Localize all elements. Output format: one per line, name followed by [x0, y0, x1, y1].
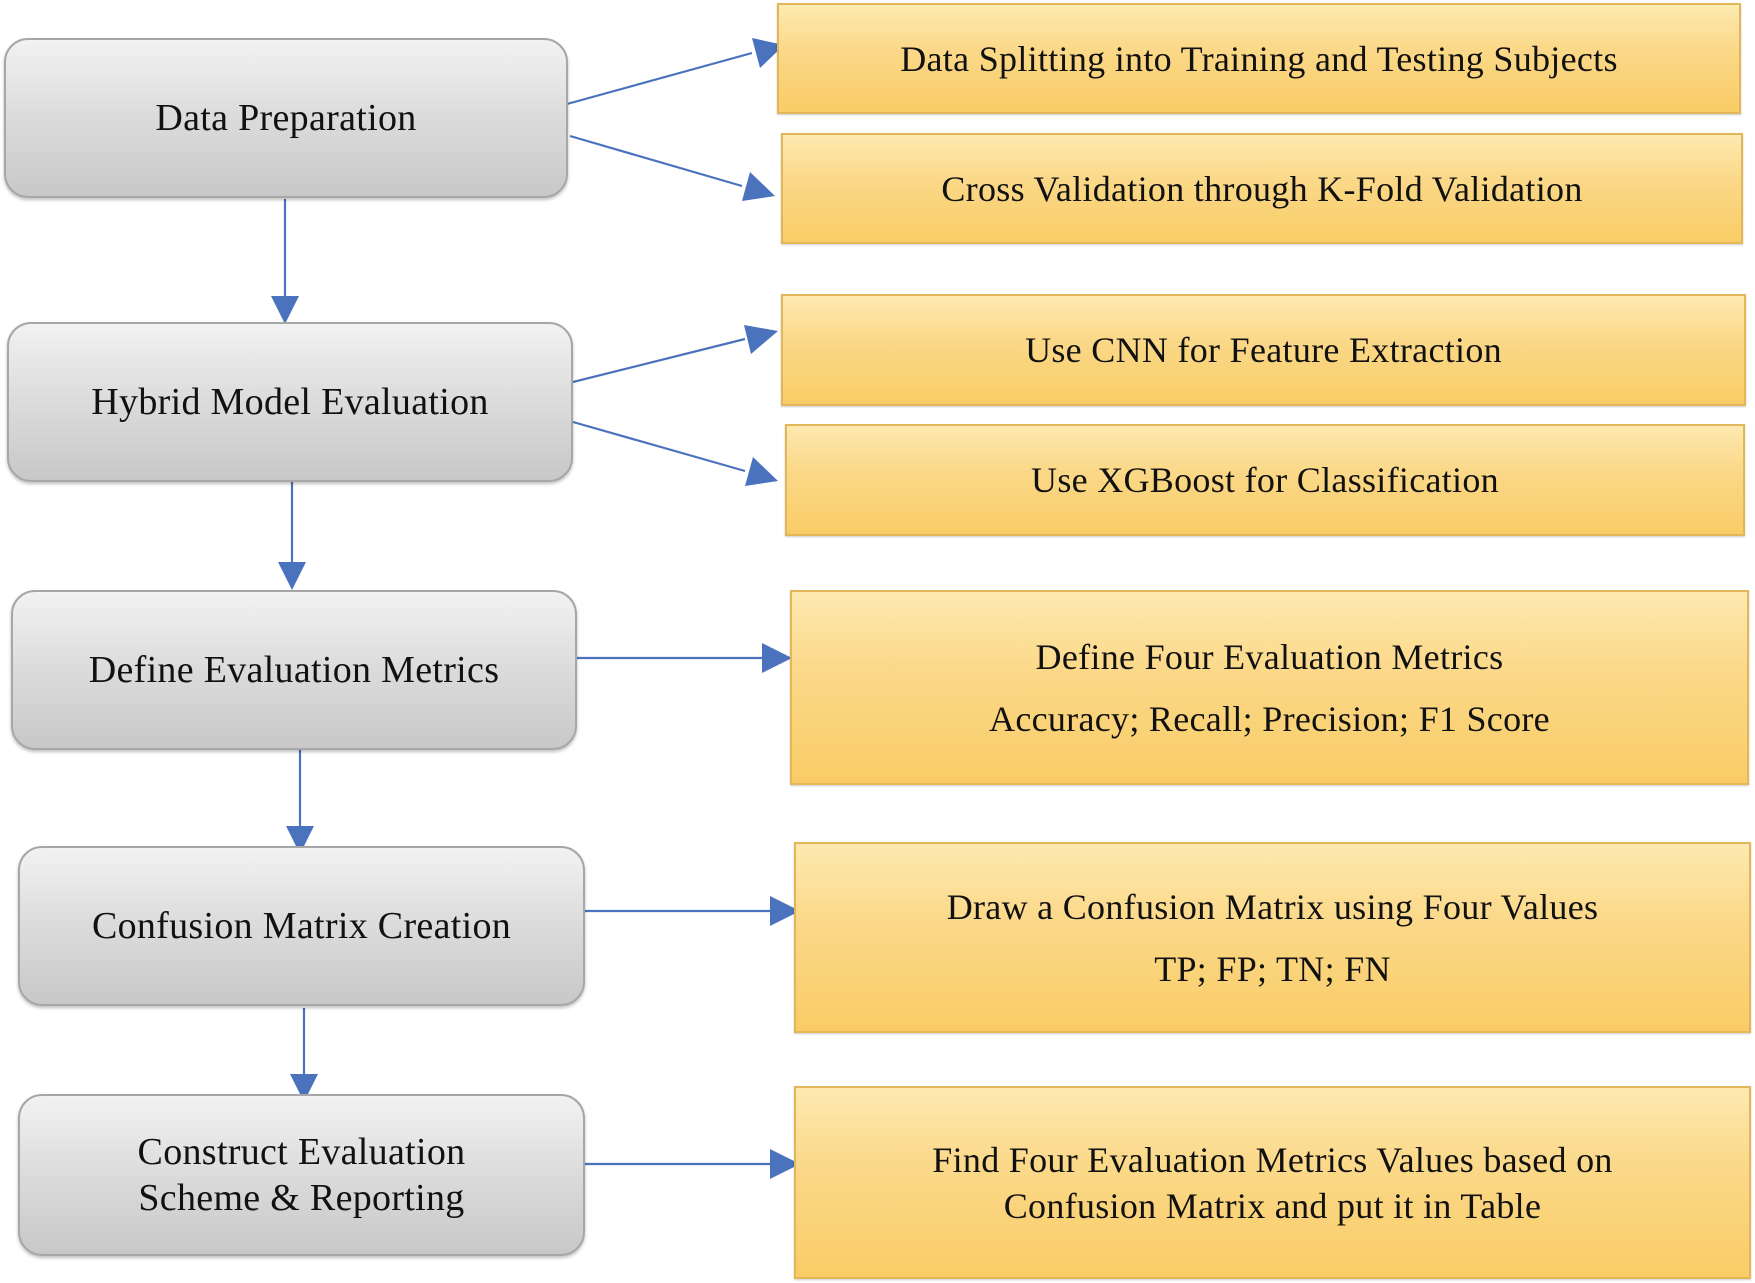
detail-text: Data Splitting into Training and Testing… [900, 38, 1618, 79]
detail-text-line-2: Confusion Matrix and put it in Table [1003, 1185, 1542, 1226]
step-label-line-2: Scheme & Reporting [138, 1177, 465, 1219]
detail-data-splitting: Data Splitting into Training and Testing… [777, 3, 1741, 114]
detail-text-line-1: Find Four Evaluation Metrics Values base… [932, 1139, 1613, 1180]
detail-text-line-2: TP; FP; TN; FN [1154, 948, 1391, 989]
arrow-head [271, 296, 299, 324]
arrow-step2-to-detail3 [572, 337, 746, 384]
detail-text-line-1: Define Four Evaluation Metrics [1035, 636, 1504, 677]
step-hybrid-model-evaluation: Hybrid Model Evaluation [7, 322, 573, 482]
arrow-head [744, 325, 778, 354]
arrow-step1-to-detail1 [566, 51, 753, 106]
detail-confusion-matrix-values: Draw a Confusion Matrix using Four Value… [794, 842, 1751, 1033]
arrow-head [752, 38, 784, 68]
detail-arrows [566, 38, 800, 1179]
step-construct-evaluation-scheme: Construct Evaluation Scheme & Reporting [18, 1094, 585, 1256]
arrow-head [770, 1149, 800, 1179]
arrow-head [278, 562, 306, 590]
detail-metrics-table: Find Four Evaluation Metrics Values base… [794, 1086, 1751, 1279]
arrow-head [290, 1074, 318, 1102]
arrow-step1-to-detail2 [569, 134, 743, 188]
step-confusion-matrix-creation: Confusion Matrix Creation [18, 846, 585, 1006]
step-label: Data Preparation [155, 97, 417, 139]
detail-text-line-1: Draw a Confusion Matrix using Four Value… [946, 886, 1599, 927]
detail-xgboost-classification: Use XGBoost for Classification [785, 424, 1745, 536]
arrow-head [286, 826, 314, 854]
arrow-step2-to-detail4 [572, 420, 746, 473]
step-define-evaluation-metrics: Define Evaluation Metrics [11, 590, 577, 750]
arrow-head [770, 896, 800, 926]
detail-cnn-feature-extraction: Use CNN for Feature Extraction [781, 294, 1746, 406]
step-label-line-1: Construct Evaluation [137, 1131, 466, 1173]
detail-text-line-2: Accuracy; Recall; Precision; F1 Score [989, 698, 1550, 739]
detail-text: Cross Validation through K-Fold Validati… [941, 168, 1583, 209]
arrow-head [762, 643, 792, 673]
step-label: Confusion Matrix Creation [91, 905, 512, 947]
flow-arrows [271, 199, 318, 1102]
detail-text: Use XGBoost for Classification [1031, 460, 1499, 500]
step-label: Define Evaluation Metrics [88, 649, 500, 691]
detail-four-evaluation-metrics: Define Four Evaluation Metrics Accuracy;… [790, 590, 1749, 785]
detail-cross-validation: Cross Validation through K-Fold Validati… [781, 133, 1743, 244]
step-label: Hybrid Model Evaluation [91, 381, 489, 423]
detail-text: Use CNN for Feature Extraction [1025, 330, 1502, 370]
arrow-head [745, 457, 778, 486]
step-data-preparation: Data Preparation [4, 38, 568, 198]
arrow-head [742, 172, 775, 201]
